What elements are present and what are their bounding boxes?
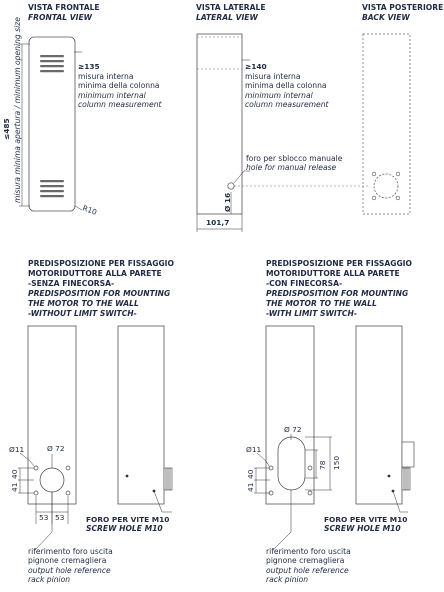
right-dia-large: Ø 72 (284, 425, 302, 434)
right-side-b: 41 (246, 482, 255, 492)
right-column-side (355, 325, 403, 505)
right-header-6: -WITH LIMIT SWITCH- (266, 309, 357, 318)
front-radius-label: R10 (81, 203, 98, 217)
left-dia-small: Ø11 (9, 445, 25, 454)
lower-vent-slots (40, 180, 64, 198)
left-ref-it-2: pignone cremagliera (28, 556, 106, 565)
left-bottom-b: 53 (55, 513, 65, 522)
left-column-side (117, 325, 165, 505)
front-width-en-1: minimum internal (78, 91, 147, 100)
lateral-depth-it-1: misura interna (245, 72, 301, 81)
left-header-3: -SENZA FINECORSA- (28, 279, 114, 288)
right-ref-en-1: output hole reference (266, 566, 349, 575)
left-screw-en: SCREW HOLE M10 (86, 524, 163, 533)
left-header-5: THE MOTOR TO THE WALL (28, 299, 139, 308)
back-view-title: VISTA POSTERIORE (362, 3, 443, 12)
mounting-without-limit-switch: PREDISPOSIZIONE PER FISSAGGIO MOTORIDUTT… (9, 259, 175, 584)
right-header-5: THE MOTOR TO THE WALL (266, 299, 377, 308)
hole-diameter-label: Ø 16 (223, 193, 232, 212)
right-ref-it-1: riferimento foro uscita (266, 547, 351, 556)
left-screw-hole-tr (65, 465, 71, 471)
back-view (362, 33, 411, 215)
right-header-2: MOTORIDUTTORE ALLA PARETE (266, 269, 400, 278)
left-screw-hole-br (65, 490, 71, 496)
left-ref-en-2: rack pinion (28, 575, 70, 584)
upper-vent-slots (40, 55, 64, 73)
right-header-3: -CON FINECORSA- (266, 279, 342, 288)
left-column-front (27, 325, 77, 505)
right-header-4: PREDISPOSITION FOR MOUNTING (266, 289, 408, 298)
front-width-it-2: minima della colonna (78, 81, 160, 90)
lateral-column-outline (196, 33, 243, 215)
right-header-1: PREDISPOSIZIONE PER FISSAGGIO (266, 259, 413, 268)
hole-label-en: hole for manual release (246, 163, 337, 172)
right-side-a: 40 (246, 469, 255, 479)
front-width-it-1: misura interna (78, 72, 134, 81)
left-ref-it-1: riferimento foro uscita (28, 547, 113, 556)
lateral-depth-en-2: column measurement (245, 100, 330, 109)
left-ref-en-1: output hole reference (28, 566, 111, 575)
right-output-slot (277, 436, 306, 491)
front-view-title-en: FRONTAL VIEW (28, 13, 93, 22)
front-width-value: ≥135 (78, 62, 100, 71)
left-screw-it: FORO PER VITE M10 (86, 515, 169, 524)
left-side-screw-point-1 (125, 474, 129, 478)
mounting-with-limit-switch: PREDISPOSIZIONE PER FISSAGGIO MOTORIDUTT… (246, 259, 415, 584)
right-total-height: 150 (332, 456, 341, 470)
lateral-view-title-en: LATERAL VIEW (196, 13, 258, 22)
front-view: ≥135 misura interna minima della colonna… (2, 17, 163, 217)
back-column-outline (362, 33, 411, 215)
hole-label-it: foro per sblocco manuale (246, 154, 343, 163)
right-side-screw-point-1 (387, 474, 391, 478)
right-ref-en-2: rack pinion (266, 575, 308, 584)
right-limit-switch-box (401, 441, 415, 468)
back-screw-holes (371, 171, 401, 201)
lateral-view-title: VISTA LATERALE (196, 3, 266, 12)
left-header-2: MOTORIDUTTORE ALLA PARETE (28, 269, 162, 278)
right-slot-height: 78 (318, 460, 327, 470)
left-dia-large: Ø 72 (47, 444, 65, 453)
right-screw-hole-tr (307, 465, 313, 471)
lateral-view: ≥140 misura interna minima della colonna… (196, 33, 368, 232)
left-header-1: PREDISPOSIZIONE PER FISSAGGIO (28, 259, 175, 268)
lateral-bottom-dim: 101,7 (206, 218, 229, 227)
lateral-depth-value: ≥140 (245, 62, 267, 71)
left-bottom-a: 53 (39, 513, 49, 522)
right-column-front (265, 325, 315, 505)
back-output-hole (373, 173, 399, 199)
front-height-label: misura minima apertura / minimum opening… (13, 17, 22, 203)
front-column-outline (28, 36, 76, 212)
lateral-depth-en-1: minimum internal (245, 91, 314, 100)
right-screw-it: FORO PER VITE M10 (324, 515, 407, 524)
front-width-en-2: column measurement (78, 100, 163, 109)
front-height-value: ≤485 (2, 118, 11, 140)
back-view-title-en: BACK VIEW (362, 13, 410, 22)
left-header-6: -WITHOUT LIMIT SWITCH- (28, 309, 137, 318)
left-header-4: PREDISPOSITION FOR MOUNTING (28, 289, 170, 298)
right-ref-it-2: pignone cremagliera (266, 556, 344, 565)
left-side-a: 40 (10, 469, 19, 479)
right-dia-small: Ø11 (246, 445, 262, 454)
left-side-b: 41 (10, 482, 19, 492)
lateral-depth-it-2: minima della colonna (245, 81, 327, 90)
right-screw-en: SCREW HOLE M10 (324, 524, 401, 533)
front-view-title: VISTA FRONTALE (28, 3, 100, 12)
right-screw-hole-br (307, 490, 313, 496)
